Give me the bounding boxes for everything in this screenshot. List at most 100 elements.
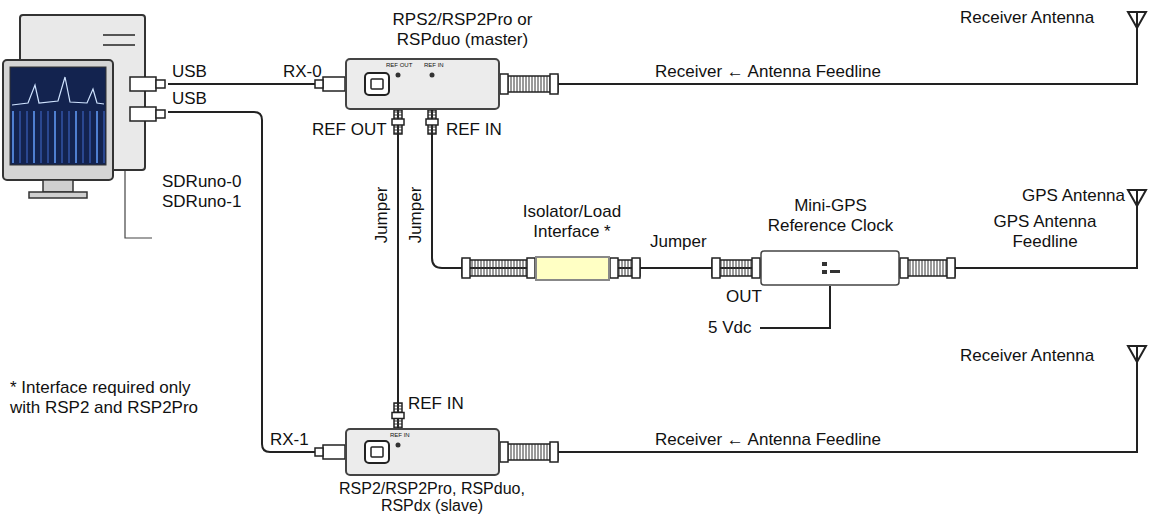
sma-nut	[610, 258, 618, 278]
monitor-screen	[10, 67, 106, 165]
sma-nut	[550, 442, 558, 462]
drive-slot	[103, 34, 135, 36]
gps-body	[761, 251, 899, 285]
usb-plug	[130, 107, 156, 121]
usb-plug	[130, 77, 156, 91]
waterfall-streak	[19, 111, 21, 163]
waterfall-streak	[40, 111, 42, 163]
gps-led	[822, 262, 827, 266]
device-heading: Mini-GPS Reference Clock	[763, 196, 898, 236]
waterfall-streak	[47, 111, 49, 163]
port-label: RX-0	[283, 62, 322, 82]
port-label: REF OUT	[312, 120, 387, 140]
power-label: 5 Vdc	[708, 318, 751, 338]
sma-jack	[396, 443, 401, 448]
antenna-feedline	[558, 373, 1137, 452]
antenna-label: Receiver Antenna	[960, 346, 1094, 366]
antenna-symbol	[1136, 12, 1138, 40]
waterfall-streak	[33, 111, 35, 163]
device-heading: Isolator/Load Interface *	[492, 202, 652, 242]
waterfall-streak	[61, 111, 63, 163]
sma-nut	[550, 74, 558, 94]
cable-label: USB	[172, 89, 207, 109]
usb-b-port	[371, 79, 383, 89]
usb-plug	[156, 80, 165, 88]
device-heading: RSP2/RSP2Pro, RSPduo, RSPdx (slave)	[332, 480, 532, 514]
waterfall-streak	[96, 111, 98, 163]
port-marking: REF IN	[424, 62, 444, 69]
node-outline	[3, 15, 168, 200]
jumper-cable	[432, 110, 535, 268]
sma-nut	[712, 258, 720, 278]
antenna-symbol	[1128, 190, 1146, 206]
waterfall-streak	[103, 111, 105, 163]
isolator-body	[536, 257, 609, 280]
usb-b-port	[365, 73, 389, 95]
node-outline	[345, 58, 500, 110]
port-label: OUT	[726, 287, 762, 307]
gps-feedline	[955, 206, 1137, 268]
port-marking: REF OUT	[386, 62, 412, 69]
usb-plug	[315, 448, 323, 456]
sma-nut	[426, 119, 438, 125]
cable-label: Jumper	[650, 232, 707, 252]
drive-slot	[103, 44, 135, 46]
sma-nut	[392, 413, 404, 419]
receiver-case	[346, 429, 499, 475]
computer-node: SDRuno-0 SDRuno-1	[3, 15, 168, 200]
antenna-label: GPS Antenna	[1022, 186, 1125, 206]
device-heading: RPS2/RSP2Pro or RSPduo (master)	[377, 10, 548, 50]
bracket-line	[125, 170, 152, 238]
node-outline	[535, 256, 610, 281]
usb-b-port	[365, 441, 389, 463]
cable-label: Jumper	[406, 187, 426, 244]
isolator-box: Isolator/Load Interface *	[535, 256, 610, 281]
antenna-label: Receiver Antenna	[960, 8, 1094, 28]
usb-b-port	[371, 447, 383, 457]
waterfall-streak	[89, 111, 91, 163]
footnote: * Interface required only with RSP2 and …	[10, 378, 200, 418]
sma-jack	[430, 73, 435, 78]
antenna-symbol	[1136, 190, 1138, 206]
gps-clock-box: Mini-GPS Reference Clock	[760, 250, 900, 286]
waterfall-streak	[68, 111, 70, 163]
usb-plug	[323, 77, 345, 91]
feedline-label: GPS Antenna Feedline	[990, 212, 1100, 252]
antenna-feedline	[558, 40, 1137, 84]
sma-nut	[500, 442, 508, 462]
port-label: REF IN	[408, 394, 464, 414]
monitor-bezel	[3, 60, 113, 180]
spectrum-trace	[12, 77, 104, 105]
receiver-case	[346, 59, 499, 109]
sma-connector	[462, 260, 535, 276]
sma-nut	[392, 119, 404, 125]
sma-nut	[462, 258, 470, 278]
sma-nut	[752, 258, 760, 278]
port-marking: REF IN	[390, 432, 410, 439]
sma-nut	[527, 258, 535, 278]
monitor-stand	[43, 180, 73, 192]
antenna-symbol	[1136, 346, 1138, 373]
software-label: SDRuno-0 SDRuno-1	[162, 172, 254, 212]
sma-nut	[947, 258, 955, 278]
waterfall-streak	[82, 111, 84, 163]
sma-nut	[632, 258, 640, 278]
feedline-label: Receiver ← Antenna Feedline	[655, 62, 881, 82]
waterfall-streak	[12, 111, 14, 163]
node-outline	[760, 250, 900, 286]
usb-plug	[323, 445, 345, 459]
jumper-cable	[397, 110, 399, 428]
gps-led	[822, 270, 827, 274]
waterfall-streak	[26, 111, 28, 163]
feedline-label: Receiver ← Antenna Feedline	[655, 430, 881, 450]
cable-label: Jumper	[372, 187, 392, 244]
sma-jack	[396, 73, 401, 78]
waterfall-streak	[54, 111, 56, 163]
sdr-receiver-box: RSP2/RSP2Pro, RSPduo, RSPdx (slave)REF I…	[345, 428, 500, 476]
waterfall-streak	[75, 111, 77, 163]
node-outline	[345, 428, 500, 476]
port-label: RX-1	[270, 430, 309, 450]
cable-label: USB	[172, 62, 207, 82]
gps-led	[830, 270, 840, 273]
sma-nut	[500, 74, 508, 94]
